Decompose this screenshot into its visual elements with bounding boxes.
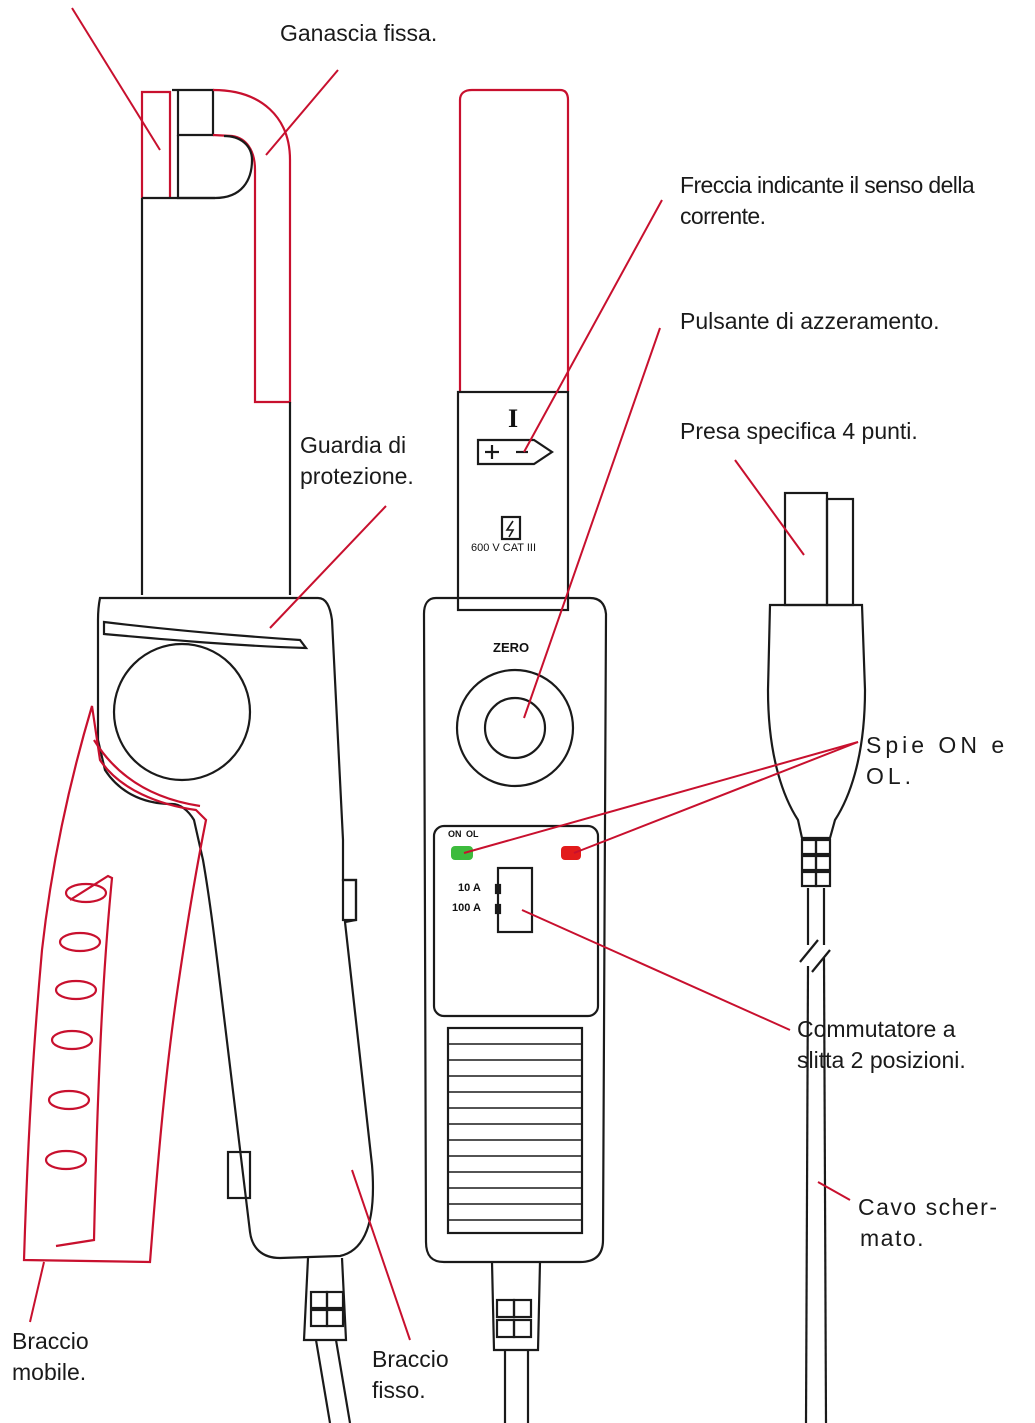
callout-arrow	[523, 199, 663, 453]
range-100-label: 100 A	[452, 902, 481, 914]
callout-lines	[29, 7, 859, 1341]
indicator-panel	[432, 824, 600, 1018]
front-label-plate	[456, 390, 570, 612]
callout-movable-arm	[29, 1261, 45, 1323]
ol-label: OL	[466, 829, 479, 839]
grip-panel	[55, 874, 114, 1248]
label-socket: Presa specifica 4 punti.	[680, 418, 918, 444]
pivot-circle	[112, 642, 252, 782]
label-movable-arm: Braccio mobile.	[12, 1328, 89, 1385]
clamp-front-view	[422, 88, 608, 1423]
grille-lines	[448, 1043, 582, 1221]
side-button-lower	[226, 1150, 252, 1200]
guard-slot	[102, 620, 309, 650]
left-cable	[314, 1339, 332, 1423]
on-label: ON	[448, 829, 462, 839]
callout-leds-ol	[573, 741, 859, 854]
callout-switch	[521, 909, 791, 1031]
zero-label: ZERO	[493, 640, 530, 655]
movable-jaw-top	[140, 90, 172, 198]
label-guard: Guardia di protezione.	[300, 432, 414, 489]
callout-fixed-jaw	[265, 69, 339, 156]
zero-button-outer	[455, 668, 575, 788]
rating-label: 600 V CAT III	[471, 542, 537, 554]
movable-arm	[22, 705, 208, 1264]
side-button-upper	[341, 878, 358, 922]
slide-switch	[496, 866, 534, 934]
grip-ridge	[54, 979, 98, 1001]
grip-ridge	[47, 1089, 91, 1111]
front-jaw	[458, 88, 570, 392]
front-body	[422, 596, 608, 1264]
grip-ridge	[64, 882, 108, 904]
label-cable: Cavo scher- mato.	[858, 1194, 999, 1251]
zero-button	[483, 696, 547, 760]
label-current-arrow: Freccia indicante il senso della corrent…	[680, 172, 975, 229]
callout-leds-on	[463, 741, 859, 854]
callout-jaw-movable	[71, 7, 161, 151]
ol-led	[561, 846, 581, 860]
callout-guard	[269, 505, 387, 629]
clamp-body	[96, 596, 375, 1260]
current-arrow-icon	[476, 438, 554, 466]
callout-cable	[817, 1181, 851, 1201]
label-zero-button: Pulsante di azzeramento.	[680, 308, 940, 334]
range-10-label: 10 A	[458, 882, 481, 894]
front-cable-relief	[490, 1261, 542, 1352]
grip-ridge	[50, 1029, 94, 1051]
callout-socket	[734, 459, 805, 556]
current-symbol: I	[508, 404, 519, 433]
callout-zero	[523, 327, 661, 719]
connector-body	[766, 603, 867, 840]
grip-ridge	[44, 1149, 88, 1171]
grip-ridge	[58, 931, 102, 953]
fixed-jaw-inner	[176, 134, 254, 200]
label-leds: Spie ON e OL.	[866, 732, 1009, 789]
clamp-side-view	[22, 88, 375, 1423]
fixed-jaw-tip	[172, 88, 215, 137]
connector-plug	[783, 491, 829, 607]
on-led	[451, 846, 473, 860]
warning-icon	[500, 515, 522, 541]
label-fixed-jaw: Ganascia fissa.	[280, 20, 438, 46]
label-switch: Commutatore a slitta 2 posizioni.	[797, 1016, 966, 1073]
label-fixed-arm: Braccio fisso.	[372, 1346, 449, 1403]
callout-fixed-arm	[351, 1169, 411, 1341]
front-grille	[446, 1026, 584, 1235]
connector-view	[766, 491, 867, 1423]
